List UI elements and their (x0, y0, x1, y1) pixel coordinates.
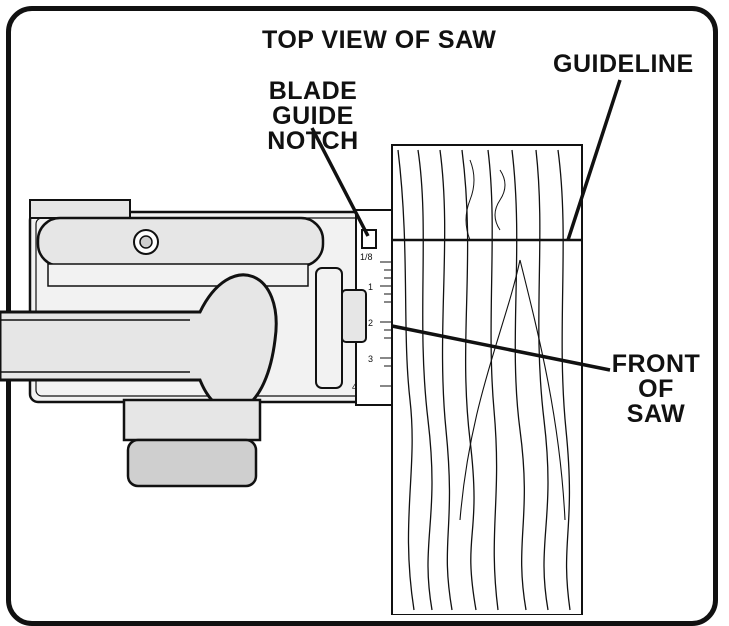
ruler-mark: 1 (368, 282, 374, 292)
label-line: FRONT (611, 350, 701, 378)
ruler-ticks (380, 261, 392, 387)
wood-grain (465, 159, 506, 241)
blade-guard-clip (341, 289, 367, 343)
leader-blade-notch (310, 127, 370, 237)
wood-grain (417, 149, 433, 611)
label-blade-guide-notch: BLADE GUIDE NOTCH (228, 79, 398, 154)
wood-grain (439, 149, 453, 611)
wood-grain (397, 149, 415, 611)
leader-front-of-saw (391, 324, 611, 372)
wood-board (391, 144, 583, 615)
blade-guide-notch (361, 229, 377, 249)
label-line: OF SAW (626, 375, 686, 428)
wood-grain (487, 149, 499, 611)
wood-grain (557, 149, 571, 611)
ruler-mark: 1/8 (360, 252, 373, 262)
ruler-mark: 3 (368, 354, 374, 364)
wood-grain (459, 259, 566, 521)
battery-pack (126, 438, 258, 488)
label-guideline: GUIDELINE (553, 50, 694, 78)
ruler-mark: 2 (368, 318, 374, 328)
saw-handle (0, 273, 278, 488)
ruler-mark: 4 (352, 382, 358, 392)
label-front-of-saw: FRONT OF SAW (610, 352, 702, 427)
label-line: GUIDE NOTCH (267, 102, 359, 155)
label-line: BLADE (268, 77, 358, 105)
wood-grain (461, 149, 477, 611)
leader-guideline (566, 79, 622, 241)
diagram-title: TOP VIEW OF SAW (262, 26, 497, 54)
wood-grain (511, 149, 527, 611)
wood-grain (535, 149, 549, 611)
